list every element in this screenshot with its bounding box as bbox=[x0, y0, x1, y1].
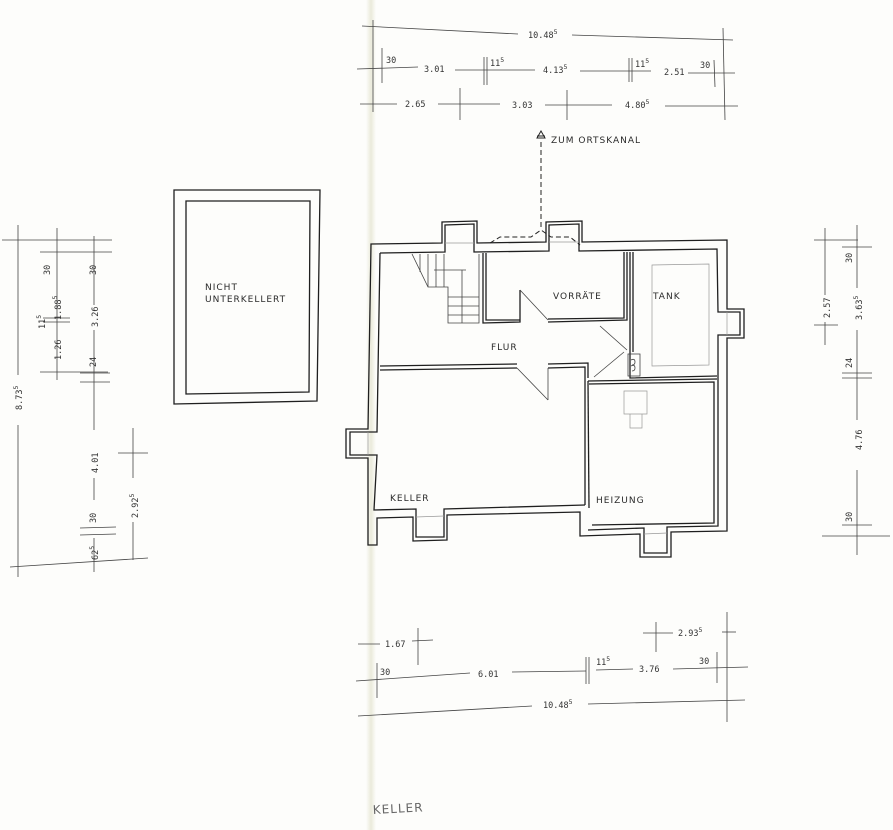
dim-left-c2-2: 24 bbox=[89, 357, 99, 367]
sewer-connection-annotation: ZUM ORTSKANAL bbox=[489, 129, 641, 246]
dim-right-c2-3: 4.76 bbox=[855, 430, 865, 450]
dim-bottom-r1-0: 30 bbox=[380, 668, 390, 678]
room-label-tank: TANK bbox=[652, 292, 681, 302]
dim-top-r1-2: 115 bbox=[490, 56, 504, 69]
basement-plan: VORRÄTE TANK FLUR bbox=[345, 220, 745, 558]
dim-top-r1-6: 30 bbox=[700, 61, 710, 71]
dim-left-overall: 8.735 bbox=[12, 386, 25, 410]
nicht-unterkellert-block: NICHT UNTERKELLERT bbox=[173, 189, 321, 405]
dim-left-c2-4: 30 bbox=[89, 513, 99, 523]
dim-right-c2-4: 30 bbox=[845, 512, 855, 522]
dim-top-r1-0: 30 bbox=[386, 56, 396, 66]
room-label-vorraete: VORRÄTE bbox=[553, 291, 602, 302]
dim-top-r2-2: 4.805 bbox=[625, 98, 649, 111]
dim-bottom-r1-4: 30 bbox=[699, 657, 709, 667]
room-label-heizung: HEIZUNG bbox=[596, 496, 645, 506]
dim-top-r2-0: 2.65 bbox=[405, 100, 425, 110]
dim-bottom-r1-2: 115 bbox=[596, 655, 610, 668]
dim-left-c1-3: 1.26 bbox=[54, 340, 64, 360]
dim-right-c1-0: 2.57 bbox=[823, 298, 833, 318]
dim-bottom-overall: 10.485 bbox=[543, 698, 573, 711]
right-dimension-chain: 2.57 30 3.635 24 4.76 30 bbox=[814, 225, 890, 555]
sewer-label: ZUM ORTSKANAL bbox=[551, 136, 641, 146]
dim-bottom-partial-left: 1.67 bbox=[385, 640, 405, 650]
dim-right-c2-1: 3.635 bbox=[852, 296, 865, 320]
dim-top-r1-4: 115 bbox=[635, 57, 649, 70]
top-dimension-chain: 10.485 30 3.01 115 4.135 115 2.51 30 bbox=[356, 20, 738, 121]
dim-top-r2-1: 3.03 bbox=[512, 101, 532, 111]
room-label-nicht: NICHT bbox=[205, 283, 238, 293]
dim-bottom-r1-3: 3.76 bbox=[639, 665, 659, 675]
dim-bottom-partial-right: 2.935 bbox=[678, 626, 702, 639]
chimney-icon bbox=[630, 358, 636, 372]
room-label-keller: KELLER bbox=[390, 494, 430, 504]
staircase bbox=[411, 253, 480, 324]
dim-left-c2-1: 3.26 bbox=[91, 307, 101, 327]
dim-bottom-r1-1: 6.01 bbox=[478, 670, 498, 680]
dim-left-c2-0: 30 bbox=[89, 265, 99, 275]
dim-left-c1-1: 1.885 bbox=[51, 296, 64, 320]
dim-left-c1-2: 115 bbox=[35, 315, 48, 329]
left-dimension-chain: 8.735 30 1.885 115 1.26 30 3.26 24 4.01 bbox=[2, 225, 149, 577]
dim-right-c2-2: 24 bbox=[845, 358, 855, 368]
sheet-title: KELLER bbox=[372, 800, 423, 817]
dim-right-c2-0: 30 bbox=[845, 253, 855, 263]
manhole-symbol-icon bbox=[536, 129, 546, 139]
room-label-unterkellert: UNTERKELLERT bbox=[205, 295, 286, 305]
dim-left-c2-3: 4.01 bbox=[91, 453, 101, 473]
dim-left-c3-0: 2.925 bbox=[128, 494, 141, 518]
room-label-flur: FLUR bbox=[491, 343, 518, 353]
dim-top-r1-5: 2.51 bbox=[664, 68, 684, 78]
dim-top-r1-1: 3.01 bbox=[424, 65, 444, 75]
dim-top-r1-3: 4.135 bbox=[543, 63, 567, 76]
dim-left-c2-5: 625 bbox=[88, 546, 101, 560]
bottom-dimension-chain: 1.67 2.935 30 6.01 115 3.76 30 10.485 bbox=[355, 612, 749, 722]
dim-top-overall: 10.485 bbox=[528, 28, 558, 41]
paper-fold-line bbox=[366, 0, 376, 830]
dim-left-c1-0: 30 bbox=[43, 265, 53, 275]
